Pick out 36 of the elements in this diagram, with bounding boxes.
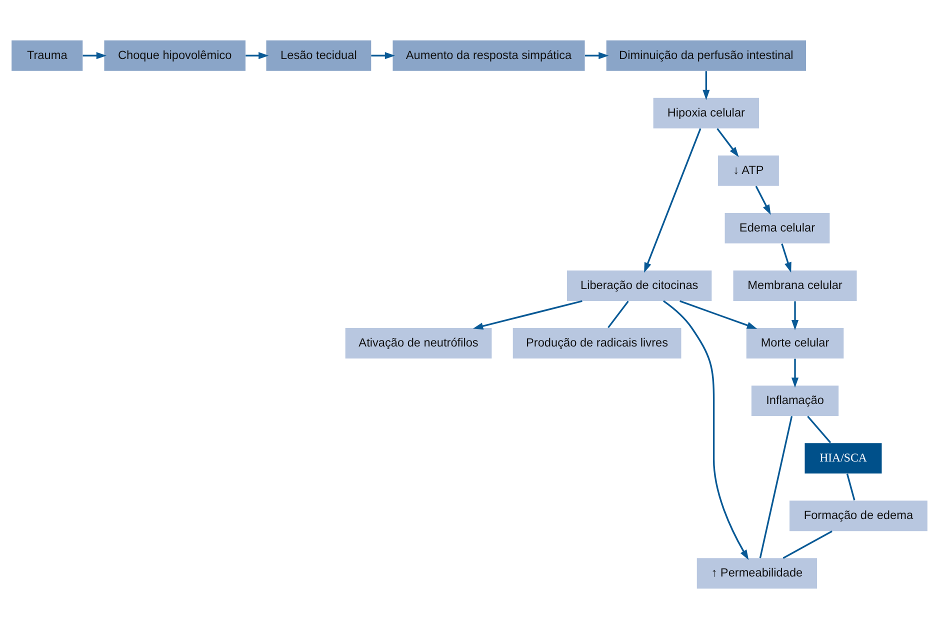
node-box: HIA/SCA [804, 442, 882, 474]
arrow [584, 52, 609, 59]
connector [608, 300, 629, 328]
node-box: Choque hipovolêmico [104, 40, 246, 70]
node-box: Edema celular [724, 212, 830, 243]
node-box: Inflamação [751, 385, 839, 416]
connector [759, 416, 793, 558]
node-box: ↓ ATP [718, 154, 779, 186]
node-box: Formação de edema [790, 500, 928, 531]
arrow [371, 52, 396, 59]
arrow [702, 70, 710, 100]
node-box: Ativação de neutrófilos [345, 328, 492, 358]
arrow [472, 300, 582, 330]
connector [807, 415, 832, 443]
node-box: Diminuição da perfusão intestinal [606, 40, 806, 70]
arrow [246, 52, 269, 59]
node-box: Membrana celular [733, 270, 857, 300]
node-box: Liberação de citocinas [567, 270, 712, 300]
arrow [755, 185, 771, 214]
node-box: Lesão tecidual [266, 40, 372, 70]
node-box: Hipoxia celular [653, 97, 760, 128]
connector [846, 473, 856, 500]
node-box: Aumento da resposta simpática [392, 40, 585, 70]
node-box: Trauma [12, 40, 83, 70]
node-box: ↑ Permeabilidade [696, 558, 817, 588]
node-box: Morte celular [746, 328, 844, 358]
arrow [781, 242, 792, 272]
arrow [82, 52, 107, 59]
connector [782, 530, 832, 558]
arrow [680, 300, 758, 328]
arrow [716, 128, 739, 157]
arrow [644, 128, 702, 272]
node-box: Produção de radicais livres [512, 328, 682, 358]
arrow [663, 300, 749, 560]
arrow [791, 358, 799, 388]
arrow [791, 300, 799, 330]
